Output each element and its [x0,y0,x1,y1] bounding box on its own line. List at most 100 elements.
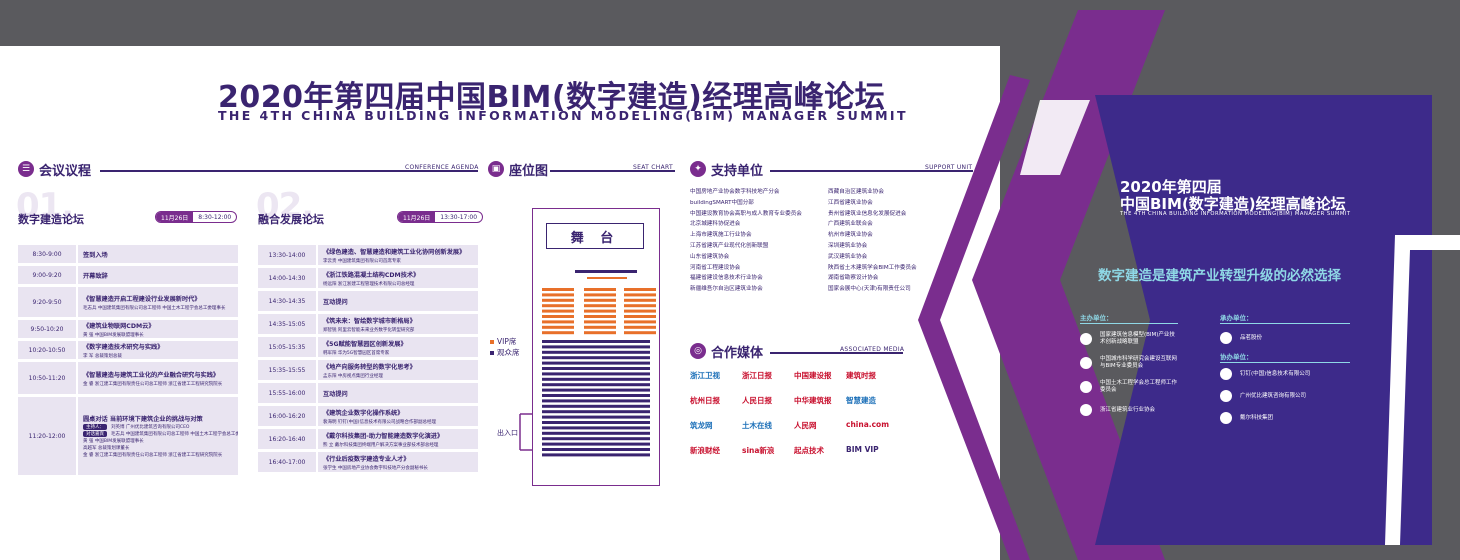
media-logo: 筑龙网 [690,421,713,430]
vip-seat-row [584,331,616,335]
media-logo: 智慧建造 [846,396,876,405]
agenda-time: 8:30-9:00 [18,245,76,263]
session2-name: 融合发展论坛 [258,213,324,226]
vip-seat-row [542,320,574,324]
org-item: 戴尔科技集团 [1220,412,1330,424]
org-item: 中国城市科学研究会建设互联网与BIM专业委员会 [1080,356,1190,370]
audience-seat-row [542,340,650,343]
agenda-heading-line [100,170,478,172]
org-name: 浙江省建筑业行业协会 [1100,406,1156,413]
audience-seat-row [542,372,650,376]
media-logo: 杭州日报 [690,396,720,405]
vip-seat-row [584,293,616,297]
agenda-person-role: 主持人： [83,424,107,430]
media-logo: 人民日报 [742,396,772,405]
media-heading-line [770,352,903,354]
vip-seat-row [624,304,656,308]
agenda-row: 15:05-15:35《5G赋能智慧园区创新发展》韩军阳 华为5G智慧园区首席专… [258,337,478,357]
co-logo-icon [1220,368,1232,380]
vip-seat-row [624,325,656,329]
agenda-speaker: 韩军阳 华为5G智慧园区首席专家 [323,350,390,356]
agenda-time: 10:20-10:50 [18,341,76,359]
media-logo: 浙江卫视 [690,371,720,380]
agenda-row: 16:00-16:20《建筑企业数字化操作系统》裴海明 钉钉(中国)信息技术有限… [258,406,478,426]
agenda-time: 16:00-16:20 [258,406,316,426]
session2-agenda: 13:30-14:00《绿色建造、智慧建造和建筑工业化协同创新发展》李云贵 中国… [258,245,478,497]
vip-seat-row [584,288,616,291]
org-name: 钉钉(中国)信息技术有限公司 [1240,370,1311,377]
legend-vip: VIP席 [490,336,516,347]
agenda-person: 高越军 总裁策划课董长 [83,445,233,451]
agenda-topic: 《5G赋能智慧园区创新发展》 [323,340,407,348]
support-unit: 陕西省土木建筑学会BIM工作委员会 [828,264,917,271]
organizer-label: 承办单位： [1220,314,1253,322]
agenda-row: 14:00-14:30《浙江铁路混凝土结构CDM技术》杨远阳 浙江浙建工程管理技… [258,268,478,288]
agenda-speaker: 郑智锐 阿里云智能未来业务数字化转型研究部 [323,327,415,333]
agenda-body: 《戴尔科技集团-助力智能建造数字化演进》熊 立 戴尔科技集团终端用户解决方案事业… [318,429,478,449]
org-name: 中国土木工程学会总工程师工作委员会 [1100,380,1178,393]
org-item: 浙江省建筑业行业协会 [1080,404,1190,416]
agenda-body: 《绿色建造、智慧建造和建筑工业化协同创新发展》李云贵 中国建筑集团有限公司首席专… [318,245,478,265]
agenda-person-name: 黄 强 中国BIM发展联盟理事长 [83,439,144,444]
audience-seat-row [542,377,650,381]
media-logo: 土木在线 [742,421,772,430]
media-logo: 中国建设报 [794,371,832,380]
agenda-speaker: 熊 立 戴尔科技集团终端用户解决方案事业部技术部总经理 [323,442,439,448]
session2-time: 13:30-17:00 [440,213,478,221]
vip-seat-row [624,298,656,302]
agenda-speaker: 李云贵 中国建筑集团有限公司首席专家 [323,258,401,264]
org-name: 戴尔科技集团 [1240,414,1274,421]
page-title: 2020年第四届中国BIM(数字建造)经理高峰论坛 [218,80,886,115]
vip-seat-row [624,315,656,318]
vip-seat-row [542,293,574,297]
audience-seat-row [542,394,650,397]
vip-seat-row [624,320,656,324]
agenda-body: 开幕致辞 [78,266,238,284]
audience-seat-row [542,453,650,457]
agenda-time: 15:35-15:55 [258,360,316,380]
org-item: 国家建筑信息模型(BIM)产业技术创新战略联盟 [1080,332,1190,346]
media-logo: china.com [846,420,890,429]
agenda-topic: 签到入场 [83,251,108,259]
media-logo: 人民网 [794,421,817,430]
host-label: 主办单位： [1080,314,1113,322]
agenda-person-role: 对话嘉宾 [83,431,107,437]
vip-seat-row [624,331,656,335]
seat-chart-frame [532,208,660,486]
media-logo: 中华建筑报 [794,396,832,405]
org-item: 广州优比建筑咨询有限公司 [1220,390,1330,402]
org-item: 中国土木工程学会总工程师工作委员会 [1080,380,1190,394]
agenda-person-name: 高越军 总裁策划课董长 [83,446,130,451]
org-name: 广州优比建筑咨询有限公司 [1240,392,1307,399]
agenda-body: 《筑未来：智绘数字城市新格局》郑智锐 阿里云智能未来业务数字化转型研究部 [318,314,478,334]
agenda-time: 14:30-14:35 [258,291,316,311]
agenda-time: 16:40-17:00 [258,452,316,472]
support-heading-en: SUPPORT UNIT [925,164,973,171]
audience-seat-row [542,426,650,430]
audience-seat-row [542,448,650,451]
vip-seat-row [542,325,574,329]
agenda-person-name: 金 睿 浙江建工集团有限责任公司总工程师 浙江省建工工程研究院院长 [83,453,223,458]
agenda-topic: 《绿色建造、智慧建造和建筑工业化协同创新发展》 [323,248,466,256]
agenda-topic: 《戴尔科技集团-助力智能建造数字化演进》 [323,432,444,440]
agenda-topic: 《地产向服务转型的数字化思考》 [323,363,416,371]
agenda-row: 8:30-9:00 签到入场 [18,245,238,263]
agenda-speaker: 毛志兵 中国建筑集团有限公司总工程师 中国土木工程学会总工委理事长 [83,305,226,311]
seat-heading: ▣ 座位图 [488,160,548,179]
session1-name: 数字建造论坛 [18,213,84,226]
audience-seat-row [542,367,650,370]
org-name: 品茗股份 [1240,334,1263,341]
vip-seat-row [542,309,574,313]
agenda-row: 15:35-15:55《地产向服务转型的数字化思考》孟东阳 中房视点集团行业经理 [258,360,478,380]
page-subtitle-en: THE 4TH CHINA BUILDING INFORMATION MODEL… [218,108,908,123]
vip-seat-row [624,288,656,291]
vip-seat-row [584,309,616,313]
audience-seat-row [542,410,650,414]
agenda-body: 互动提问 [318,291,478,311]
audience-seat-row [542,361,650,365]
agenda-icon: ☰ [18,161,34,177]
media-logo: 起点技术 [794,446,824,455]
support-list-col2: 西藏自治区建筑业协会江西省建筑业协会贵州省建筑业信息化发展促进会广西建筑业联合会… [828,187,917,295]
